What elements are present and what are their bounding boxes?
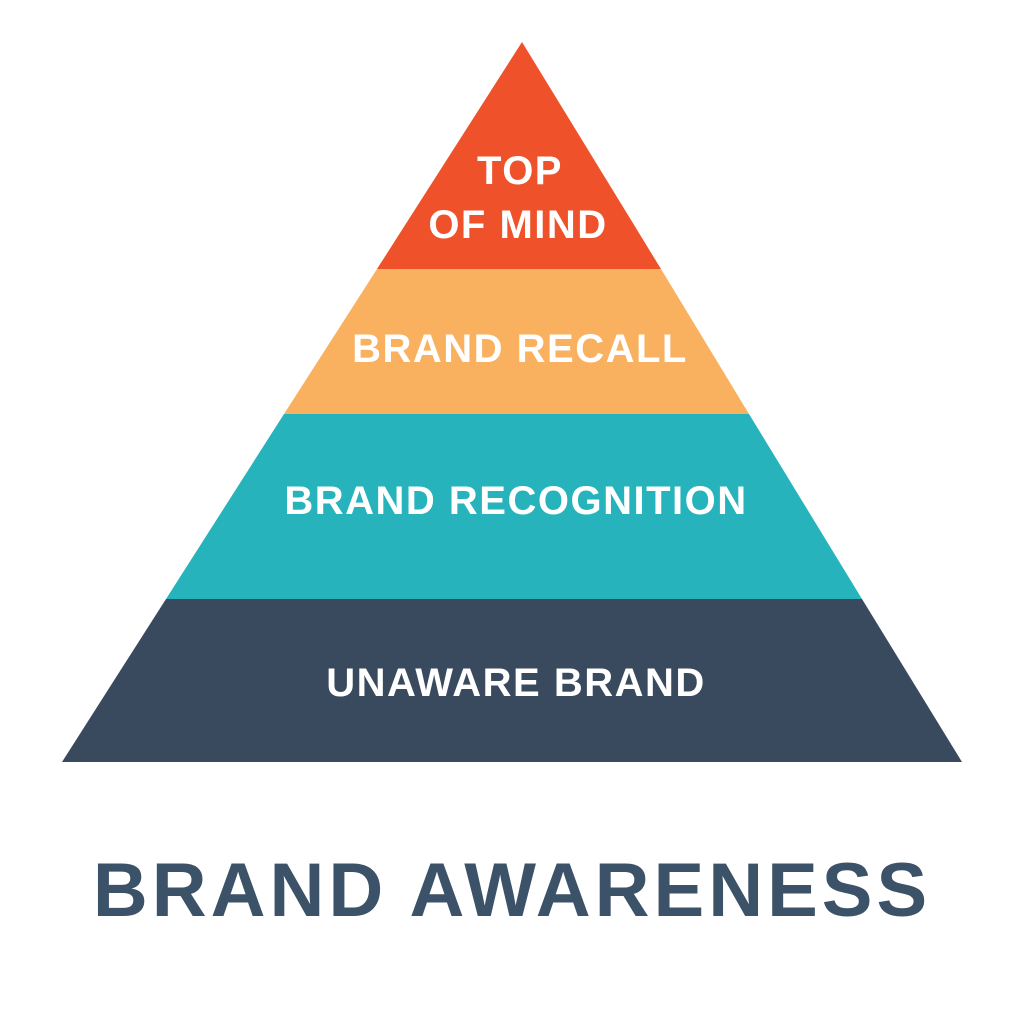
pyramid-segment-brand-recall <box>284 269 749 414</box>
label-brand-recall: BRAND RECALL <box>352 327 688 371</box>
diagram-title: BRAND AWARENESS <box>93 848 931 933</box>
label-brand-recognition: BRAND RECOGNITION <box>284 479 747 523</box>
label-top-of-mind-line-1: TOP <box>477 149 563 193</box>
pyramid-segment-brand-recognition <box>166 414 862 599</box>
pyramid-segment-top-of-mind <box>377 42 661 269</box>
label-unaware-brand: UNAWARE BRAND <box>326 661 706 705</box>
label-top-of-mind-line-2: OF MIND <box>428 203 607 247</box>
pyramid-segment-unaware-brand <box>62 599 962 762</box>
